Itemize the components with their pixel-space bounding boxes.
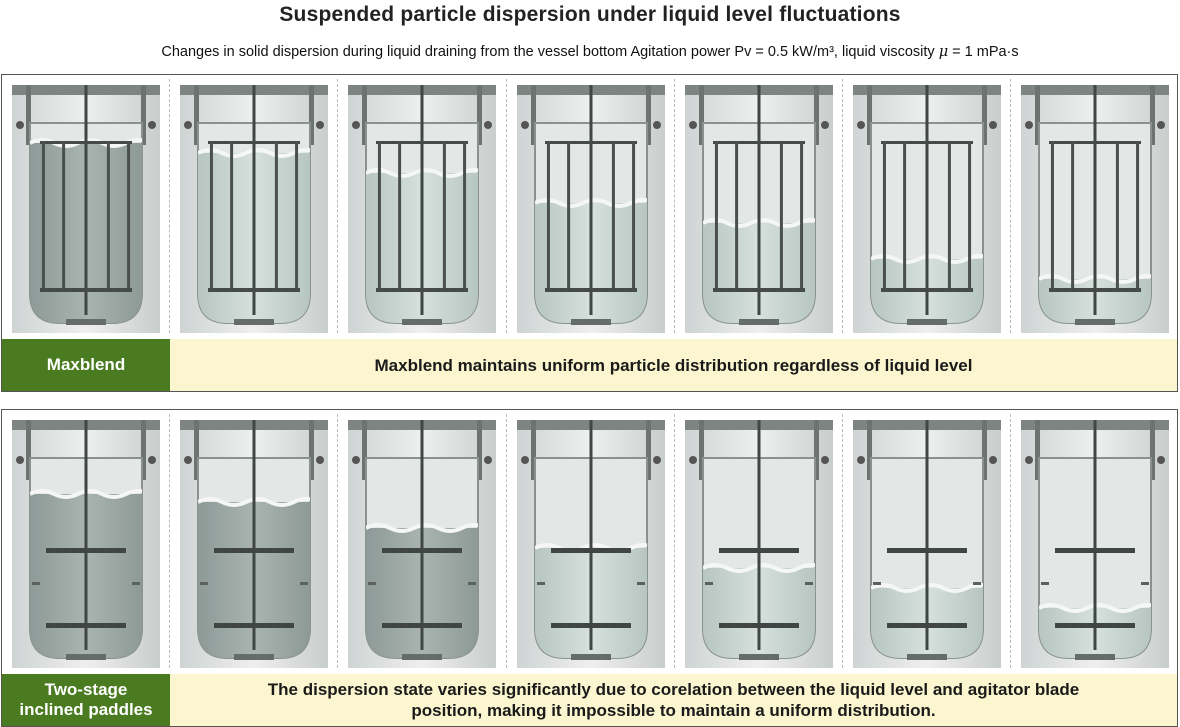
vessel-image (517, 420, 665, 668)
maxblend-note: Maxblend maintains uniform particle dist… (170, 339, 1177, 391)
photo-divider (674, 79, 675, 333)
vessel-photo (853, 420, 1001, 668)
photo-divider (169, 414, 170, 668)
vessel-photo (180, 420, 328, 668)
subtitle: Changes in solid dispersion during liqui… (0, 44, 1180, 60)
vessel-photo (348, 85, 496, 333)
subtitle-text: Changes in solid dispersion during liqui… (161, 44, 939, 60)
vessel-image (685, 85, 833, 333)
vessel-photo (685, 85, 833, 333)
photo-divider (337, 414, 338, 668)
vessel-image (180, 420, 328, 668)
vessel-photo (180, 85, 328, 333)
paddles-label-line1: Two-stage (44, 680, 128, 699)
maxblend-photo-strip (2, 75, 1177, 337)
photo-divider (506, 414, 507, 668)
photo-divider (1010, 79, 1011, 333)
vessel-image (685, 420, 833, 668)
vessel-photo (348, 420, 496, 668)
vessel-photo (517, 85, 665, 333)
vessel-photo (517, 420, 665, 668)
vessel-image (12, 420, 160, 668)
vessel-photo (853, 85, 1001, 333)
subtitle-value: = 1 mPa·s (948, 44, 1019, 60)
maxblend-label: Maxblend (2, 339, 170, 391)
photo-divider (842, 414, 843, 668)
paddles-label-line2: inclined paddles (19, 700, 153, 719)
vessel-image (348, 85, 496, 333)
vessel-image (1021, 85, 1169, 333)
vessel-image (180, 85, 328, 333)
photo-divider (337, 79, 338, 333)
vessel-photo (12, 420, 160, 668)
photo-divider (169, 79, 170, 333)
vessel-photo (12, 85, 160, 333)
vessel-image (1021, 420, 1169, 668)
vessel-image (853, 420, 1001, 668)
vessel-image (348, 420, 496, 668)
maxblend-panel: Maxblend Maxblend maintains uniform part… (1, 74, 1178, 392)
photo-divider (674, 414, 675, 668)
paddles-note-line2: position, making it impossible to mainta… (411, 701, 936, 720)
vessel-image (12, 85, 160, 333)
vessel-image (517, 85, 665, 333)
vessel-photo (1021, 85, 1169, 333)
paddles-note-line1: The dispersion state varies significantl… (267, 680, 1080, 699)
paddles-photo-strip (2, 410, 1177, 672)
vessel-photo (1021, 420, 1169, 668)
vessel-photo (685, 420, 833, 668)
photo-divider (842, 79, 843, 333)
page-title: Suspended particle dispersion under liqu… (279, 3, 901, 26)
vessel-image (853, 85, 1001, 333)
mu-symbol: μ (938, 44, 949, 60)
photo-divider (506, 79, 507, 333)
photo-divider (1010, 414, 1011, 668)
paddles-note: The dispersion state varies significantl… (170, 674, 1177, 726)
